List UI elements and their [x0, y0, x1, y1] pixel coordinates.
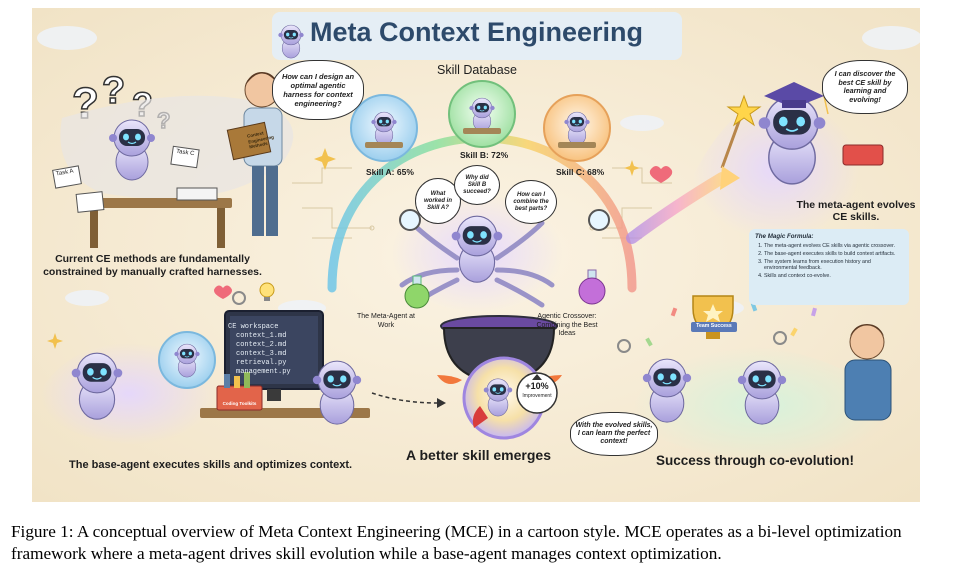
dashed-arrow-to-orb — [371, 392, 438, 404]
purple-flask-icon — [578, 269, 606, 305]
meta-agent-thought-bubble: I can discover the best CE skill by lear… — [822, 60, 908, 114]
figure-caption: Figure 1: A conceptual overview of Meta … — [11, 522, 902, 563]
workspace-title: CE workspace — [228, 323, 279, 331]
thought-bubble-1: What worked in Skill A? — [415, 178, 461, 224]
skill-a-orb — [350, 94, 418, 162]
toolbox-icon — [842, 144, 884, 166]
up-arrow-icon — [532, 374, 542, 380]
confetti — [645, 302, 817, 347]
title-banner — [272, 12, 682, 60]
skill-c-orb — [543, 94, 611, 162]
confused-human — [226, 72, 283, 236]
floating-agent-orb — [158, 331, 216, 389]
star-wand-icon — [720, 94, 762, 169]
arrow-head-meta — [720, 166, 740, 190]
formula-item: Skills and context co-evolve. — [764, 273, 903, 280]
ce-workspace-screen: CE workspace context_1.md context_2.md c… — [228, 323, 291, 377]
right-top-caption: The meta-agent evolves CE skills. — [796, 199, 916, 223]
green-flask-icon — [404, 275, 430, 309]
figure-title: Meta Context Engineering — [309, 17, 644, 47]
left-top-caption: Current CE methods are fundamentally con… — [43, 253, 262, 278]
thought-bubble-3: How can I combine the best parts? — [505, 180, 557, 224]
workspace-file: management.py — [236, 368, 291, 376]
trophy-icon — [691, 295, 737, 339]
workspace-file: retrieval.py — [236, 359, 287, 367]
meta-agent-at-work-label: The Meta-Agent at Work — [357, 313, 415, 329]
formula-item: The system learns from execution history… — [764, 259, 903, 272]
thought-bubble-2: Why did Skill B succeed? — [454, 165, 500, 205]
lightbulb-icon — [259, 282, 275, 301]
improvement-label: Improvement — [522, 393, 552, 399]
heart-icons — [214, 166, 673, 299]
workspace-file: context_3.md — [236, 350, 287, 358]
improvement-badge — [516, 372, 558, 414]
gear-icons — [232, 291, 787, 353]
human-question-bubble: How can I design an optimal agentic harn… — [272, 60, 364, 120]
coding-toolkits-box — [216, 372, 263, 411]
task-notes — [52, 145, 218, 213]
skill-c-label: Skill C: 68% — [556, 167, 605, 177]
workspace-file: context_1.md — [236, 332, 287, 340]
skill-a-label: Skill A: 65% — [366, 167, 414, 177]
right-bottom-caption: Success through co-evolution! — [656, 453, 855, 468]
magic-formula-box: The Magic Formula: The meta-agent evolve… — [749, 229, 909, 305]
success-speech-bubble: With the evolved skills, I can learn the… — [570, 412, 658, 456]
workspace-file: context_2.md — [236, 341, 287, 349]
left-bottom-caption: The base-agent executes skills and optim… — [69, 459, 353, 471]
skill-b-orb — [448, 80, 516, 148]
improvement-value: +10% — [525, 381, 549, 391]
formula-item: The meta-agent evolves CE skills via age… — [764, 243, 903, 250]
skill-b-label: Skill B: 72% — [460, 150, 509, 160]
formula-item: The base-agent executes skills to build … — [764, 251, 903, 258]
center-caption: A better skill emerges — [406, 447, 551, 463]
coding-toolkits-label: Coding Toolkits — [222, 401, 257, 406]
arrow-to-meta-agent — [626, 172, 728, 244]
team-success-label: Team Success — [696, 323, 732, 329]
magnifier-right-icon — [588, 209, 610, 231]
agentic-crossover-label: Agentic Crossover: Combining the Best Id… — [536, 313, 598, 337]
skill-database-label: Skill Database — [437, 63, 517, 77]
multi-arm-meta-agent — [399, 215, 555, 308]
formula-title: The Magic Formula: — [755, 233, 814, 240]
happy-human — [844, 324, 892, 421]
magnifier-left-icon — [399, 209, 421, 231]
